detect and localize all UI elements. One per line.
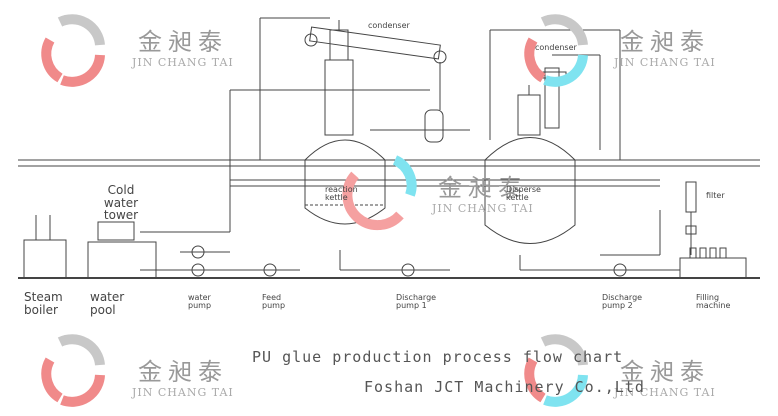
disperse-kettle xyxy=(484,85,576,244)
receiver-tank xyxy=(424,109,444,143)
filling-machine xyxy=(679,257,747,279)
reaction-kettle xyxy=(304,20,386,225)
filter xyxy=(685,181,697,255)
cold-water-tower-label: Cold water tower xyxy=(103,183,139,223)
discharge-pump-1-label: Discharge pump 1 xyxy=(396,293,437,311)
disperse-kettle-label: Disperse kettle xyxy=(506,185,541,203)
filling-machine-label: Filling machine xyxy=(696,293,731,311)
condenser-1-label: condenser xyxy=(368,21,410,30)
watermark-logo-mark xyxy=(41,14,588,407)
feed-pump-label: Feed pump xyxy=(262,293,286,311)
steam-boiler xyxy=(23,239,67,279)
reaction-kettle-label: reaction kettle xyxy=(325,185,358,203)
water-pump-label: water pump xyxy=(188,293,212,311)
condenser-2-label: condenser xyxy=(535,43,577,52)
water-pool-label: water pool xyxy=(90,290,125,317)
filter-label: filter xyxy=(706,191,725,200)
diagram-subtitle: Foshan JCT Machinery Co.,Ltd xyxy=(364,378,645,396)
water-pump xyxy=(191,245,205,277)
steam-boiler-label: Steam boiler xyxy=(24,290,63,317)
water-pool xyxy=(87,241,157,279)
diagram-title: PU glue production process flow chart xyxy=(252,348,624,366)
discharge-pump-2-label: Discharge pump 2 xyxy=(602,293,643,311)
condenser-1 xyxy=(304,26,447,64)
cold-water-tower xyxy=(97,221,135,241)
